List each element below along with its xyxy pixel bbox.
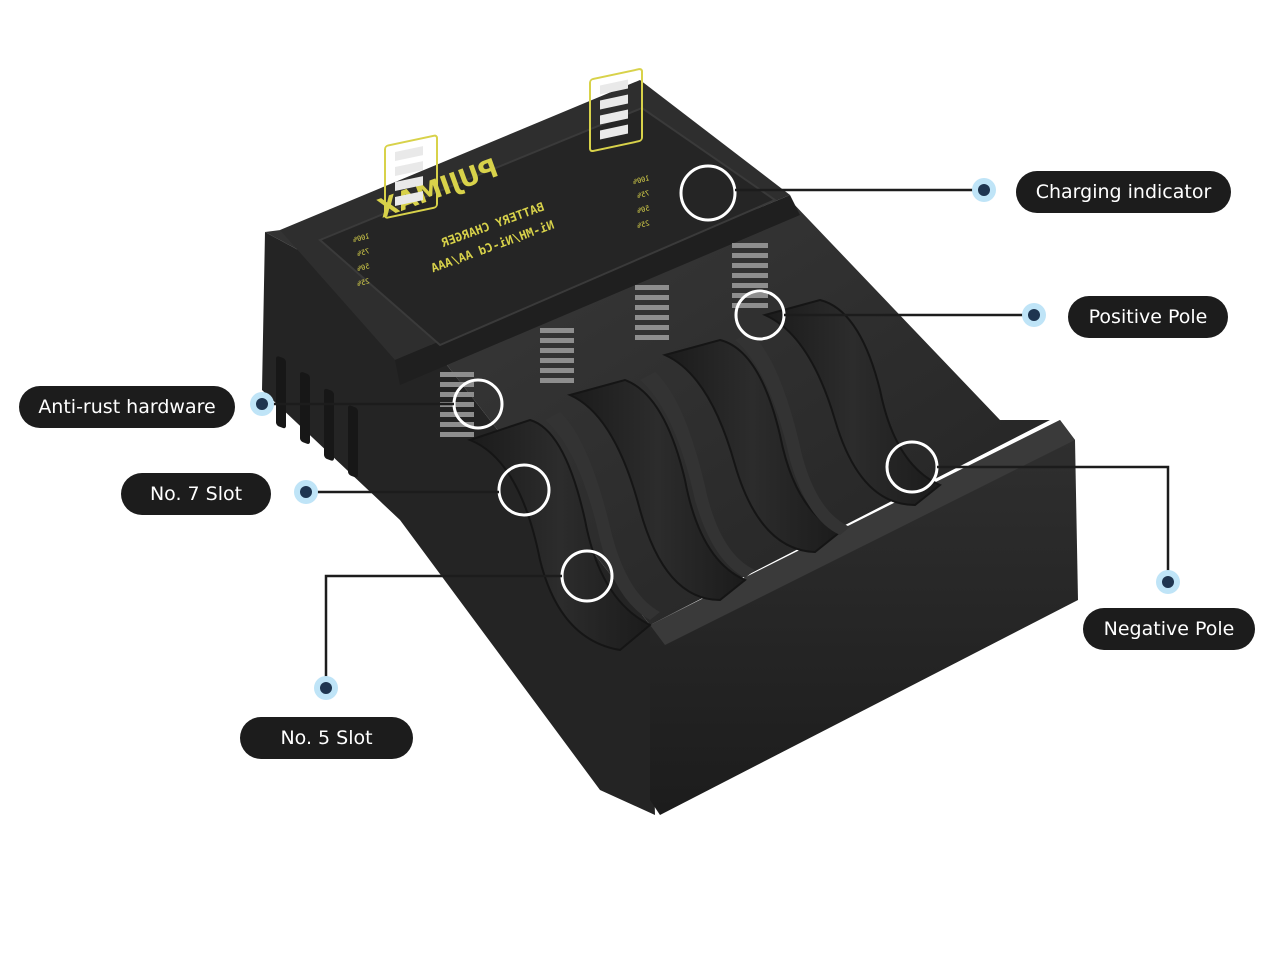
- spring-contact-3: [635, 285, 669, 340]
- led-level-label-left-3: 25%: [355, 277, 370, 288]
- slot-dividers: [545, 332, 850, 620]
- label-anti-rust-hardware-text: Anti-rust hardware: [38, 396, 216, 418]
- label-positive-pole-text: Positive Pole: [1088, 306, 1208, 328]
- label-negative-pole-text: Negative Pole: [1103, 618, 1235, 640]
- led-level-label-right-1: 75%: [635, 189, 650, 200]
- battery-slot-4: [762, 298, 942, 507]
- led-level-label-left-2: 50%: [355, 262, 370, 273]
- leader-no5-slot: [324, 574, 562, 688]
- dot-anti-rust-hardware: [250, 392, 274, 416]
- led-level-label-left-1: 75%: [355, 247, 370, 258]
- label-no5-slot-text: No. 5 Slot: [280, 727, 373, 749]
- leader-dots: [250, 178, 1180, 700]
- side-vents: [276, 356, 358, 478]
- leader-negative-pole: [937, 465, 1170, 582]
- label-no5-slot: No. 5 Slot: [240, 717, 413, 759]
- label-anti-rust-hardware: Anti-rust hardware: [19, 386, 235, 428]
- led-indicator-right: [589, 68, 643, 153]
- led-level-label-right-3: 25%: [635, 219, 650, 230]
- label-negative-pole: Negative Pole: [1083, 608, 1255, 650]
- highlight-charging-indicator: [679, 164, 737, 222]
- label-no7-slot: No. 7 Slot: [121, 473, 271, 515]
- label-charging-indicator: Charging indicator: [1016, 171, 1231, 213]
- dot-no5-slot: [314, 676, 338, 700]
- led-indicator-left: [384, 134, 438, 219]
- label-positive-pole: Positive Pole: [1068, 296, 1228, 338]
- dot-no7-slot: [294, 480, 318, 504]
- dot-positive-pole: [1022, 303, 1046, 327]
- spring-contact-2: [540, 328, 574, 383]
- spring-contact-4: [732, 243, 768, 308]
- highlight-no7-slot: [497, 463, 551, 517]
- spring-contacts: [440, 243, 768, 437]
- label-charging-indicator-text: Charging indicator: [1035, 181, 1212, 203]
- label-no7-slot-text: No. 7 Slot: [149, 483, 243, 505]
- label-panel: PUJIMAX BATTERY CHARGER Ni-MH/Ni-Cd AA/A…: [318, 68, 778, 347]
- battery-slot-2: [567, 378, 747, 602]
- led-level-label-right-2: 50%: [635, 204, 650, 215]
- leader-lines: [262, 188, 1170, 688]
- dot-negative-pole: [1156, 570, 1180, 594]
- dot-charging-indicator: [972, 178, 996, 202]
